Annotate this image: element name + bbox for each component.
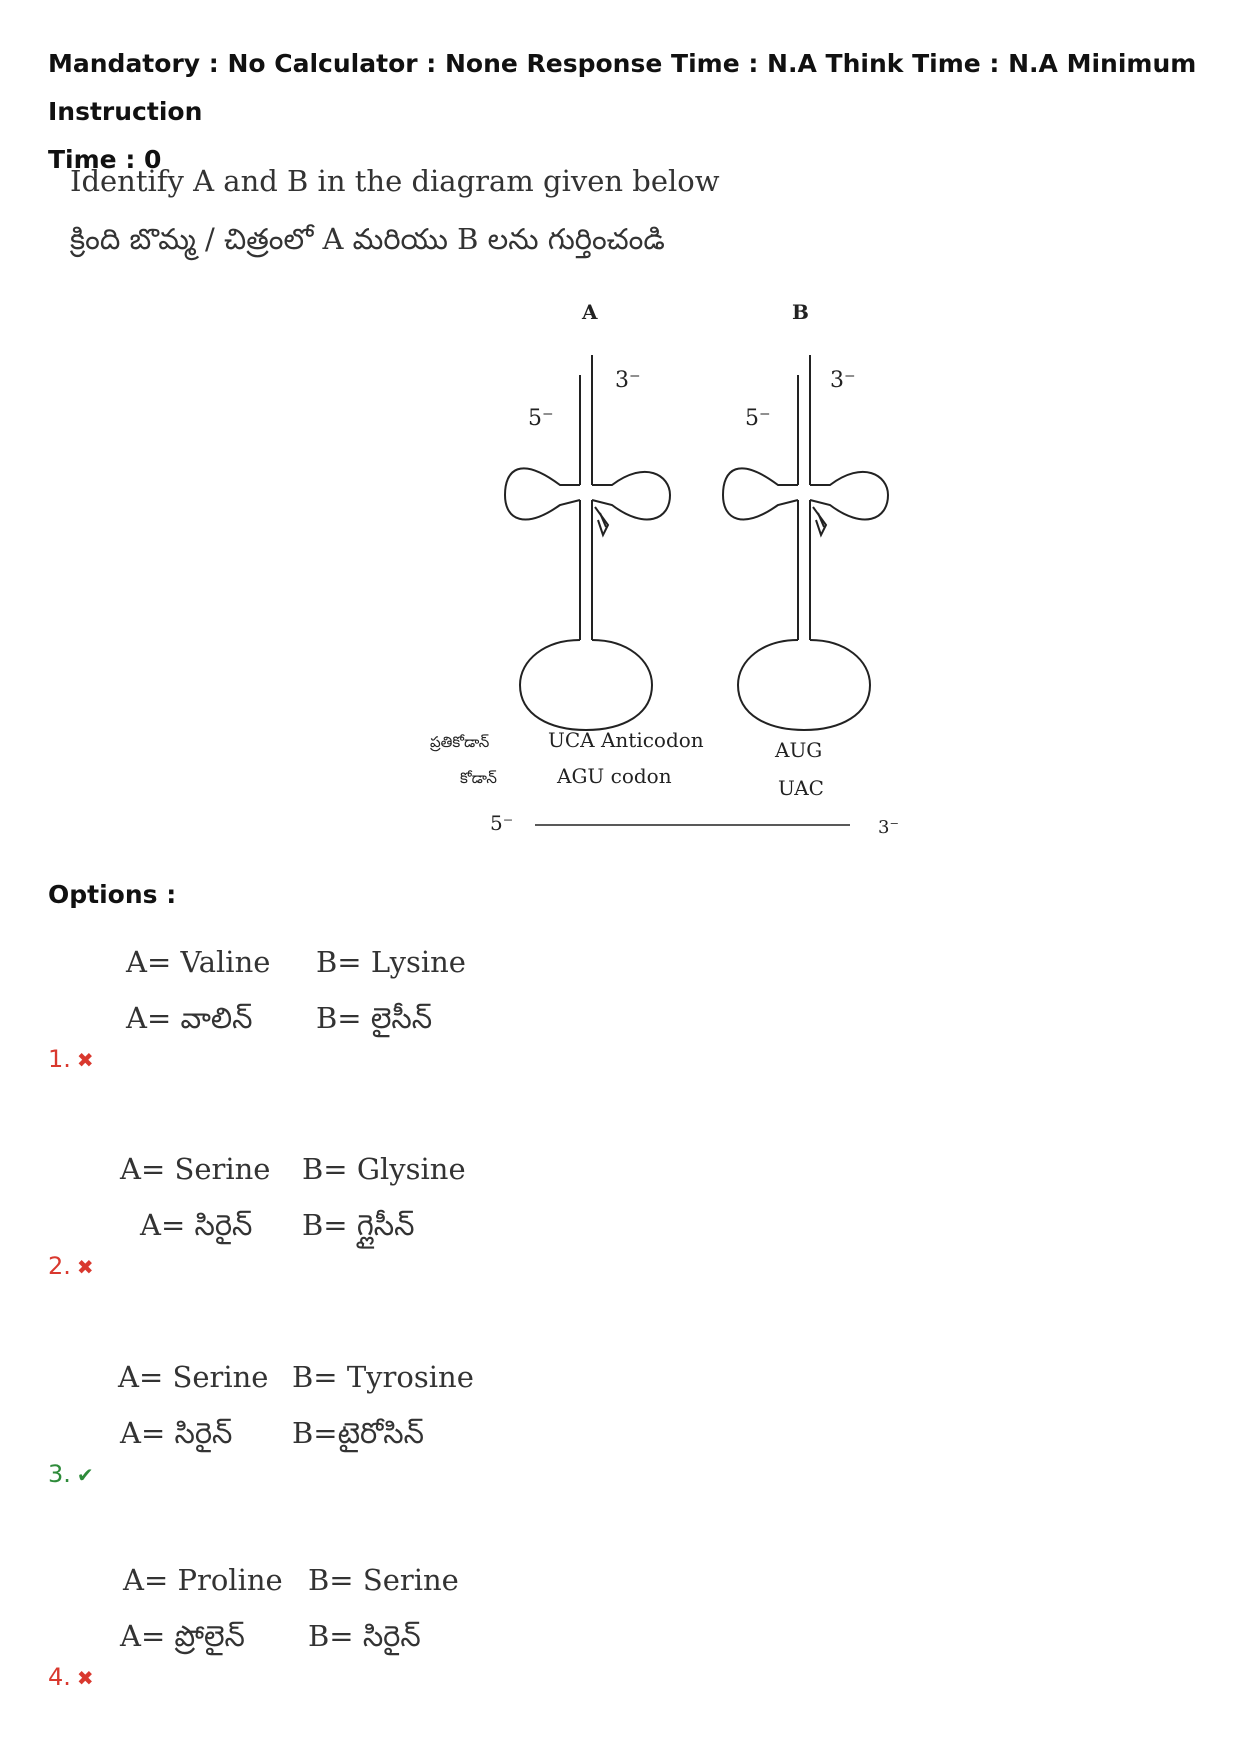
option-1-number: 1.✖ bbox=[48, 1045, 94, 1073]
option-3-a-en: A= Serine bbox=[118, 1360, 269, 1394]
label-a: A bbox=[581, 300, 598, 324]
option-1-b-en: B= Lysine bbox=[316, 945, 466, 979]
option-3-a-te: A= సిరైన్ bbox=[120, 1416, 233, 1450]
option-1-b-te: B= లైసీన్ bbox=[316, 1001, 433, 1035]
question-english: Identify A and B in the diagram given be… bbox=[70, 164, 720, 198]
option-4-english: A= Proline B= Serine bbox=[123, 1563, 459, 1597]
option-2-number: 2.✖ bbox=[48, 1252, 94, 1280]
option-3-number: 3.✔ bbox=[48, 1460, 94, 1488]
option-3-english: A= Serine B= Tyrosine bbox=[118, 1360, 474, 1394]
check-icon: ✔ bbox=[76, 1463, 94, 1487]
trna-b: B 3⁻ 5⁻ bbox=[721, 300, 890, 732]
b-top-label: AUG bbox=[774, 738, 822, 762]
option-3-b-en: B= Tyrosine bbox=[292, 1360, 474, 1394]
b-bottom-label: UAC bbox=[778, 776, 824, 800]
option-4-b-te: B= సిరైన్ bbox=[308, 1619, 421, 1653]
option-4-b-en: B= Serine bbox=[308, 1563, 459, 1597]
option-1-telugu: A= వాలిన్ B= లైసీన్ bbox=[126, 1001, 432, 1043]
codon-telugu: కోడాన్ bbox=[460, 769, 497, 787]
option-3-b-te: B=టైరోసిన్ bbox=[292, 1416, 425, 1450]
header-line-2: Time : 0 bbox=[48, 145, 162, 174]
option-2-telugu: A= సిరైన్ B= గ్లైసీన్ bbox=[140, 1208, 414, 1250]
option-2-english: A= Serine B= Glysine bbox=[120, 1152, 466, 1186]
label-b: B bbox=[792, 300, 809, 324]
wrong-icon: ✖ bbox=[76, 1255, 94, 1279]
options-label: Options : bbox=[48, 880, 177, 909]
option-1-english: A= Valine B= Lysine bbox=[126, 945, 466, 979]
option-1-a-te: A= వాలిన్ bbox=[126, 1001, 253, 1035]
option-2-a-en: A= Serine bbox=[120, 1152, 271, 1186]
mrna-three-prime: 3⁻ bbox=[878, 817, 899, 838]
a-five-prime: 5⁻ bbox=[528, 406, 554, 431]
header-line-1: Mandatory : No Calculator : None Respons… bbox=[48, 49, 1197, 126]
option-1-a-en: A= Valine bbox=[126, 945, 271, 979]
option-4-telugu: A= ప్రోలైన్ B= సిరైన్ bbox=[120, 1619, 421, 1661]
option-2-b-en: B= Glysine bbox=[302, 1152, 466, 1186]
option-4-a-te: A= ప్రోలైన్ bbox=[120, 1619, 245, 1653]
trna-diagram: A 3⁻ 5⁻ B 3⁻ 5⁻ bbox=[420, 295, 940, 860]
mrna-five-prime: 5⁻ bbox=[490, 811, 513, 835]
trna-diagram-svg: A 3⁻ 5⁻ B 3⁻ 5⁻ bbox=[430, 300, 899, 838]
option-2-a-te: A= సిరైన్ bbox=[140, 1208, 253, 1242]
trna-a: A 3⁻ 5⁻ bbox=[503, 300, 672, 732]
wrong-icon: ✖ bbox=[76, 1666, 94, 1690]
a-three-prime: 3⁻ bbox=[615, 368, 641, 393]
anticodon-telugu: ప్రతికోడాన్ bbox=[430, 733, 490, 752]
option-4-a-en: A= Proline bbox=[123, 1563, 283, 1597]
wrong-icon: ✖ bbox=[76, 1048, 94, 1072]
option-3-telugu: A= సిరైన్ B=టైరోసిన్ bbox=[120, 1416, 424, 1458]
question-header: Mandatory : No Calculator : None Respons… bbox=[48, 40, 1208, 184]
question-telugu: క్రింది బొమ్మ / చిత్రంలో A మరియు B లను గ… bbox=[70, 222, 665, 256]
question-text: Identify A and B in the diagram given be… bbox=[70, 152, 1170, 268]
a-codon-label: AGU codon bbox=[556, 764, 672, 788]
a-anticodon-label: UCA Anticodon bbox=[548, 728, 704, 752]
b-five-prime: 5⁻ bbox=[745, 406, 771, 431]
option-2-b-te: B= గ్లైసీన్ bbox=[302, 1208, 415, 1242]
b-three-prime: 3⁻ bbox=[830, 368, 856, 393]
option-4-number: 4.✖ bbox=[48, 1663, 94, 1691]
